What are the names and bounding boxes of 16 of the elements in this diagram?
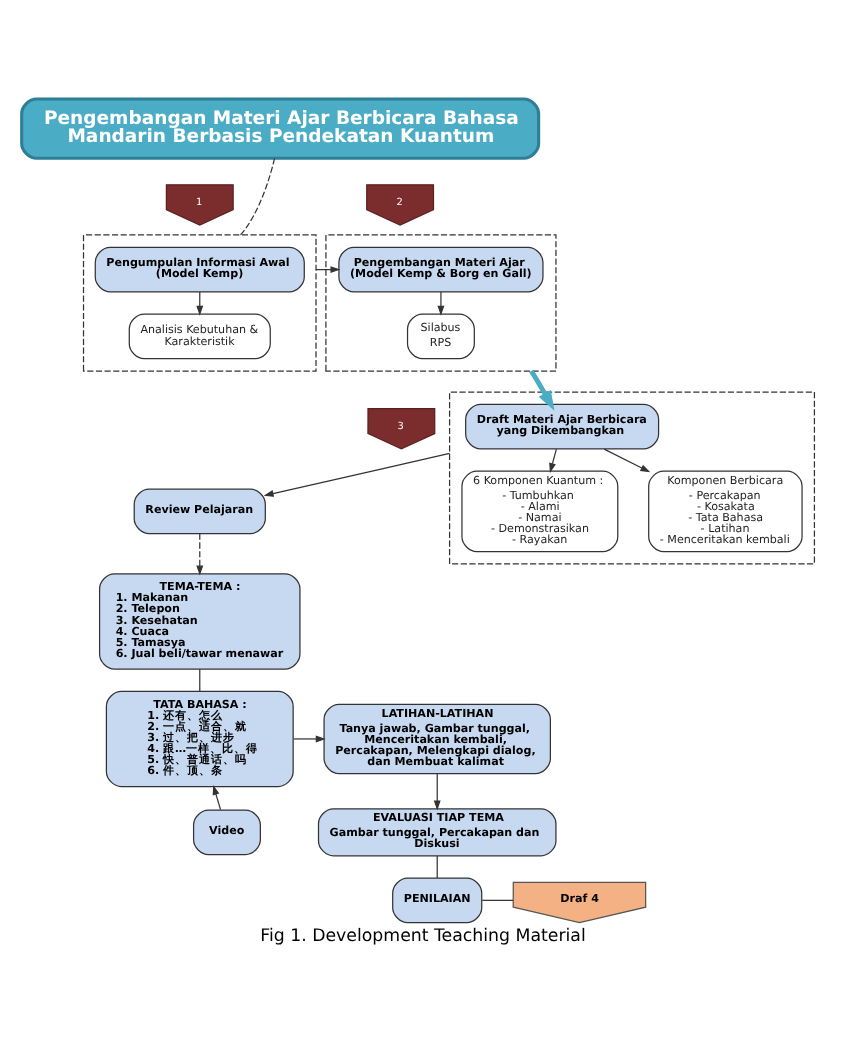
connector [481,899,514,901]
arrow [529,369,555,411]
arrow [292,735,326,743]
arrow [437,291,445,316]
cluster [325,234,557,372]
connector [199,668,201,692]
node-box: Pengembangan Materi Ajar Berbicara Bahasa Mandarin Berbasis Pendekatan Kuantum [20,97,541,160]
arrow [263,452,451,497]
arrow [549,448,557,473]
arrow [196,533,204,576]
cluster [82,234,317,372]
arrow [603,448,651,473]
arrow [212,784,222,811]
caption: Fig 1. Development Teaching Material [260,927,586,948]
arrow [433,773,441,811]
connector [436,855,438,879]
